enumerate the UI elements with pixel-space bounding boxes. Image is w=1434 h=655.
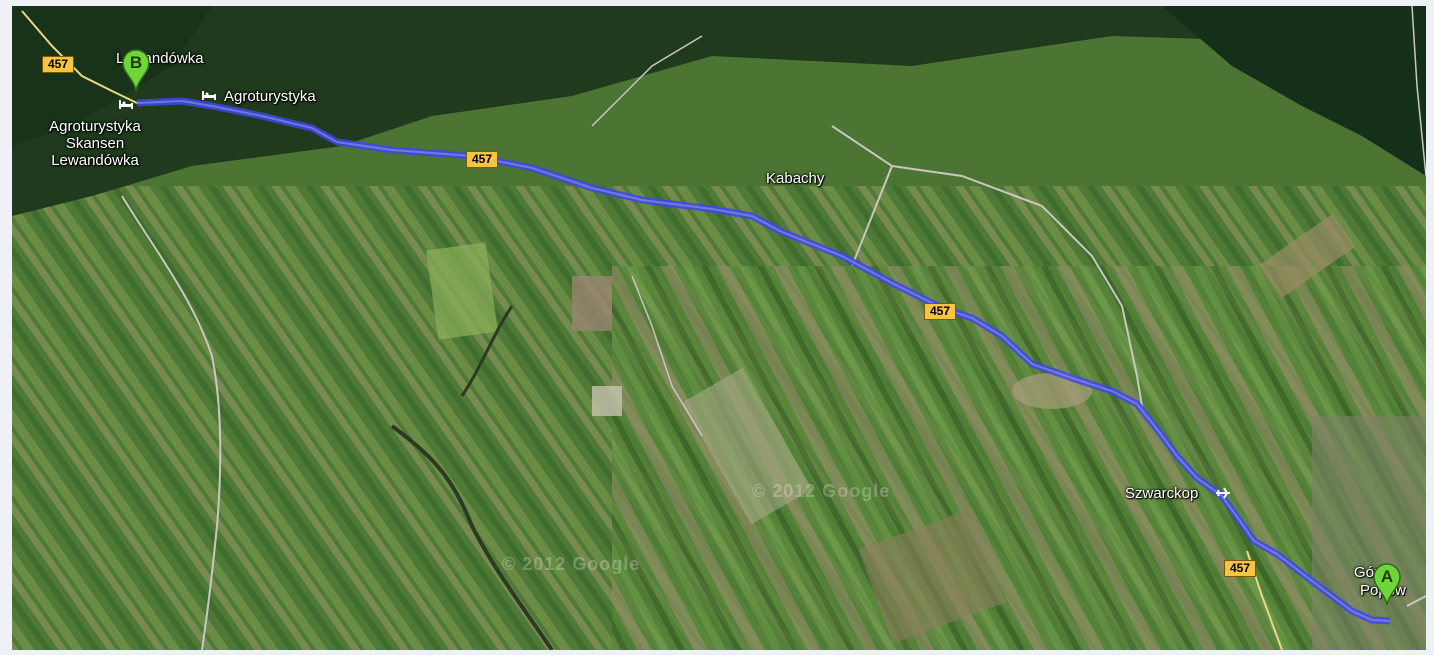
- place-label[interactable]: Szwarckop: [1125, 485, 1199, 502]
- map-pin-icon[interactable]: A: [1372, 563, 1402, 607]
- map-view[interactable]: © 2012 Google © 2012 Google 457 457 457 …: [12, 6, 1426, 650]
- road-shield-457: 457: [466, 151, 499, 168]
- road-shield-457: 457: [42, 56, 75, 73]
- place-label[interactable]: Agroturystyka: [224, 88, 316, 105]
- airplane-icon[interactable]: [1215, 486, 1231, 499]
- marker-label-a: A: [1380, 567, 1394, 586]
- map-pin-icon[interactable]: B: [121, 49, 151, 93]
- place-label-group[interactable]: Agroturystyka Skansen Lewandówka: [40, 118, 150, 169]
- road-shield-457: 457: [1224, 560, 1257, 577]
- hotel-icon[interactable]: [201, 89, 217, 101]
- road-shield-457: 457: [924, 303, 957, 320]
- place-label: Lewandówka: [51, 152, 139, 169]
- hotel-icon[interactable]: [118, 98, 134, 110]
- copyright-watermark: © 2012 Google: [502, 554, 641, 574]
- copyright-watermark: © 2012 Google: [752, 481, 891, 501]
- place-label: Agroturystyka: [49, 118, 141, 135]
- satellite-imagery[interactable]: [12, 6, 1426, 650]
- marker-label-b: B: [129, 53, 143, 72]
- place-label: Skansen: [65, 135, 125, 152]
- place-label[interactable]: Kabachy: [766, 170, 825, 187]
